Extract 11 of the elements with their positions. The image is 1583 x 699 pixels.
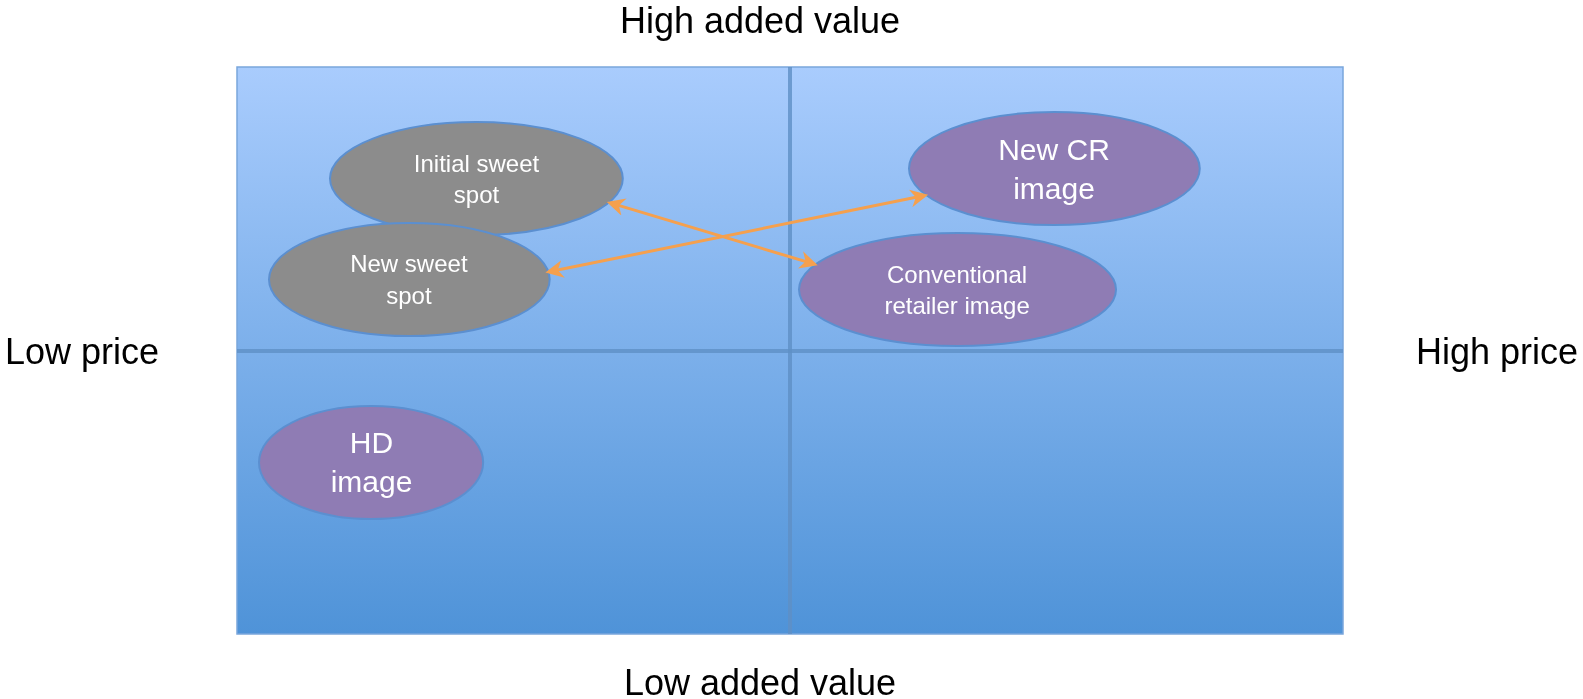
ellipse-label: HD image: [329, 425, 414, 501]
ellipse-label: New sweet spot: [349, 249, 469, 311]
axis-label: High price: [1415, 331, 1578, 373]
ellipse-label: New CR image: [997, 131, 1111, 207]
ellipse-label: Initial sweet spot: [412, 148, 541, 210]
double-arrow: [606, 198, 818, 269]
ellipse-label: Conventional retailer image: [883, 259, 1031, 321]
double-arrow: [545, 189, 929, 278]
axis-label: Low added value: [623, 662, 897, 699]
axis-label: High added value: [619, 0, 901, 42]
axis-label: Low price: [5, 331, 160, 373]
